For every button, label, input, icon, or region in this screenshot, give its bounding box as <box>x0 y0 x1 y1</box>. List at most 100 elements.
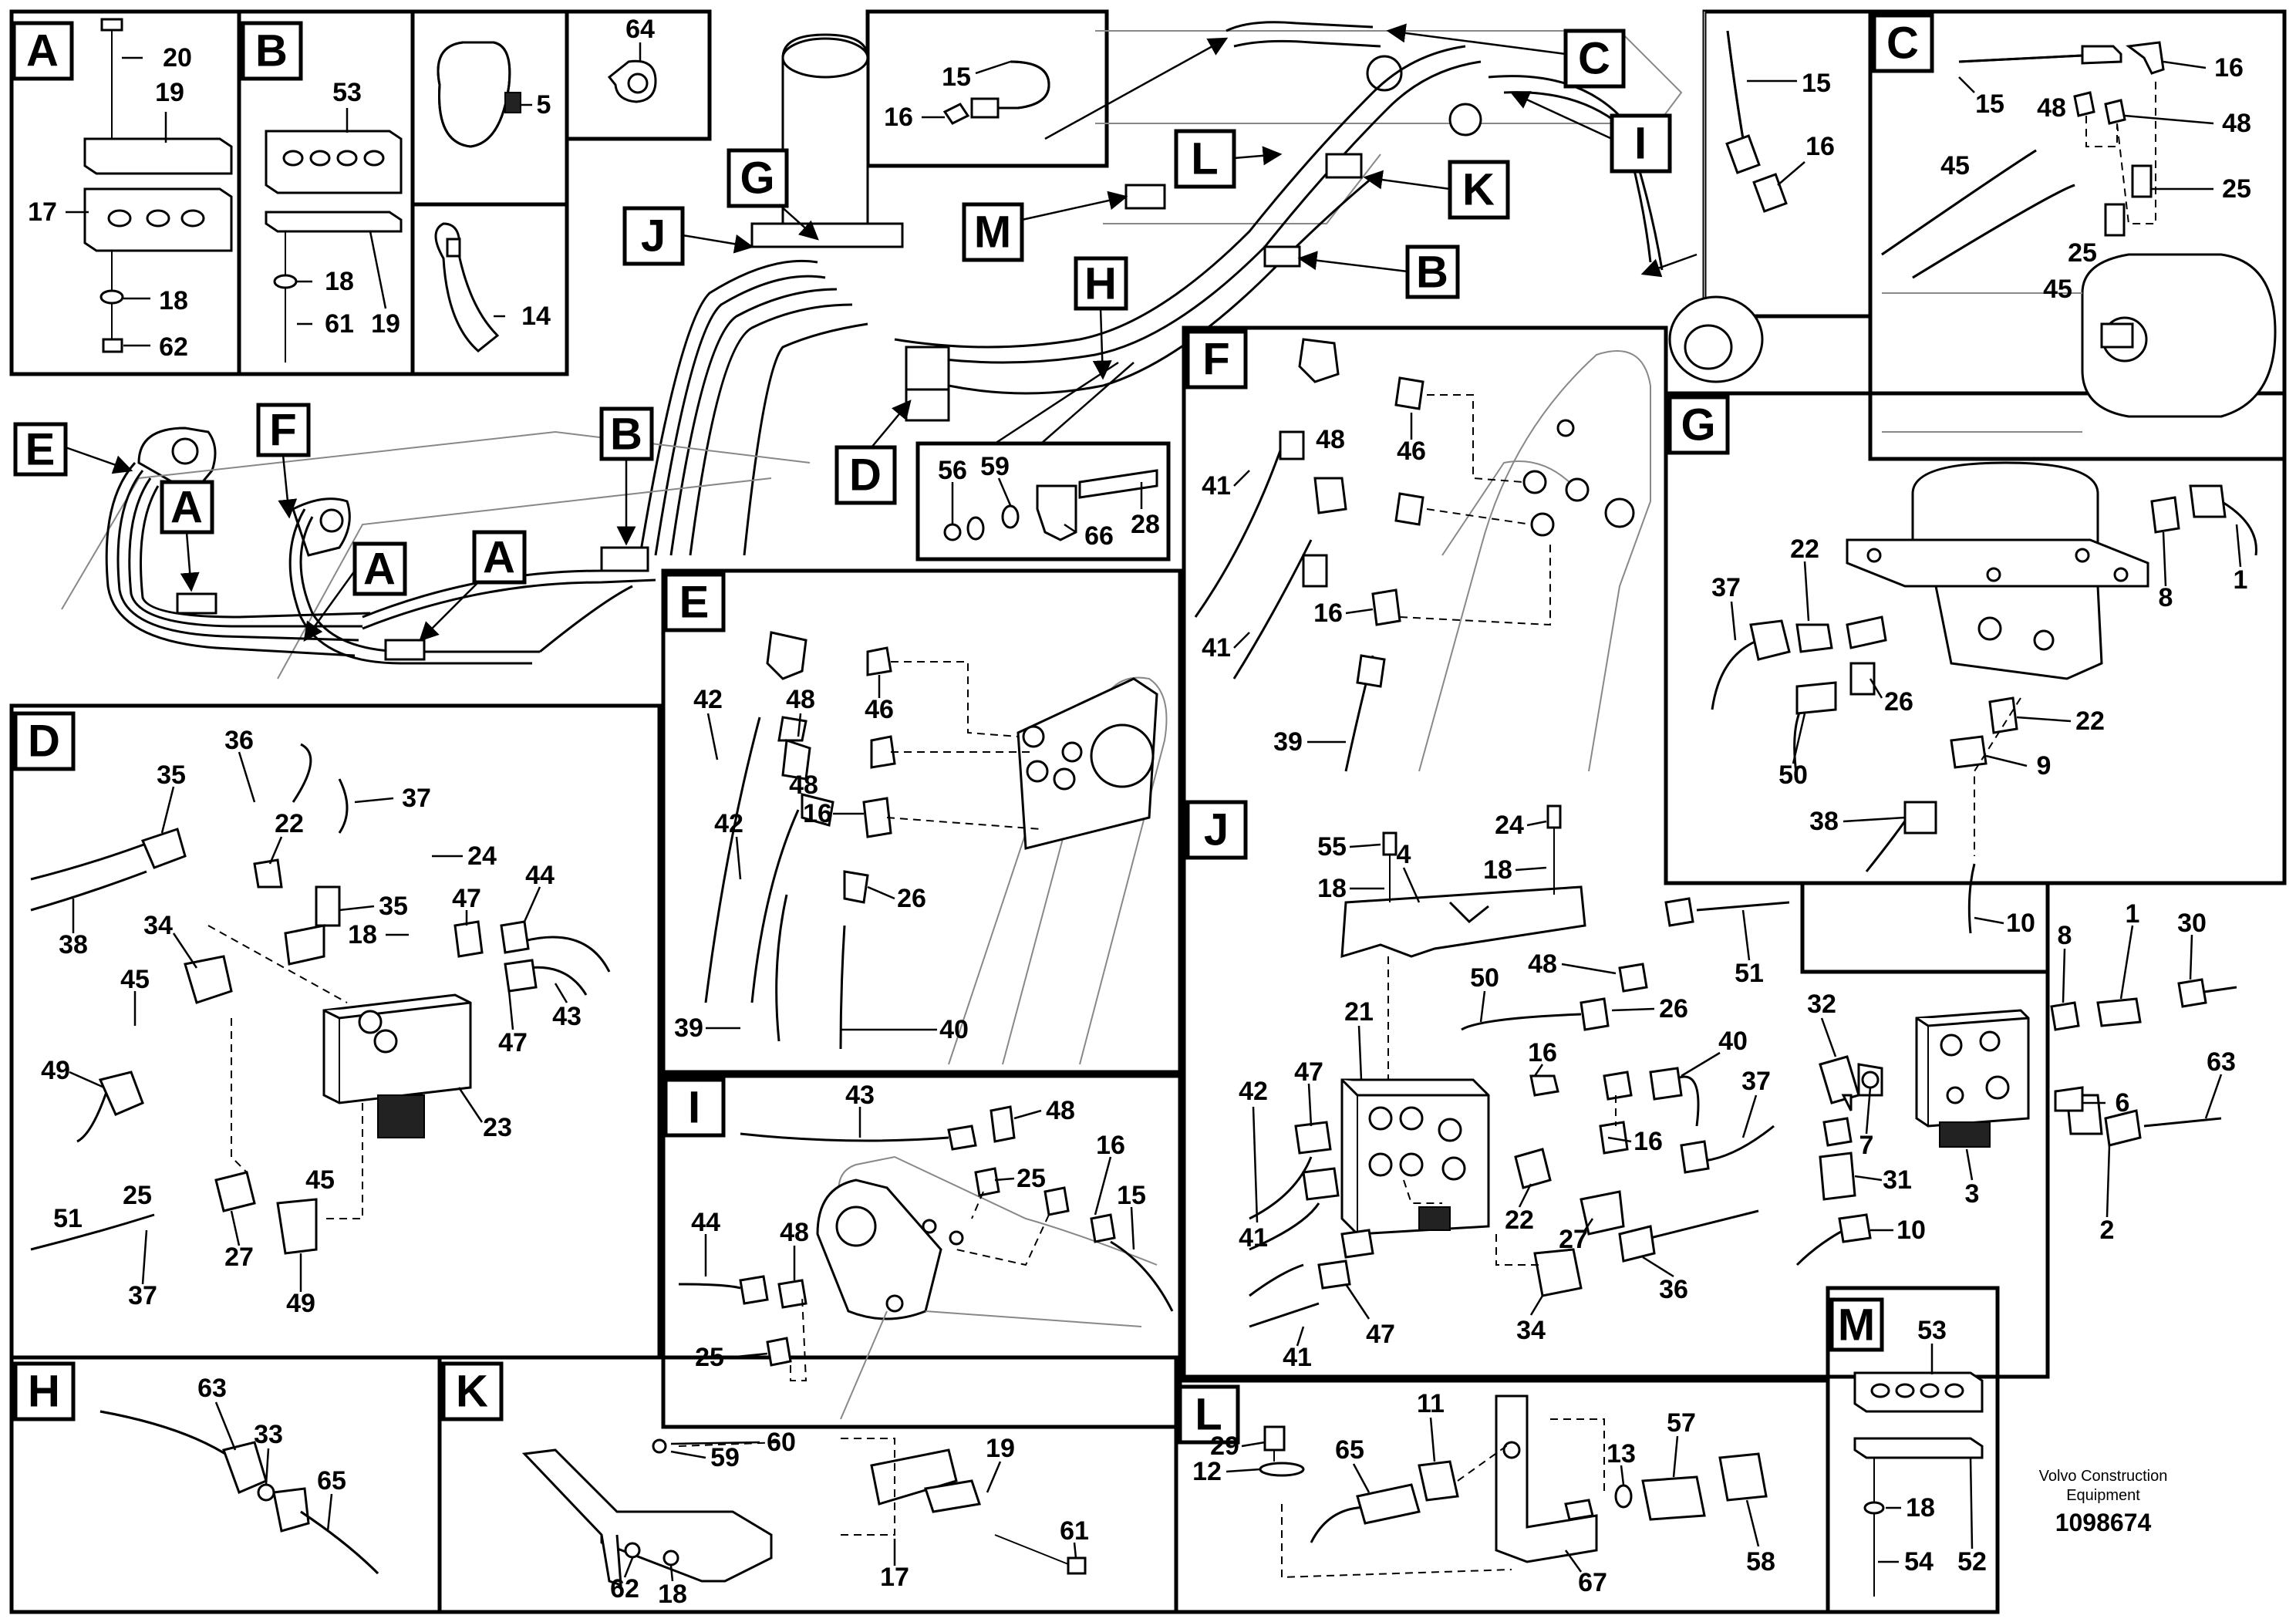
part-number-label: 16 <box>1633 1127 1663 1156</box>
part-number-label: 49 <box>286 1289 315 1318</box>
part-number-label: 67 <box>1578 1568 1607 1597</box>
part-number-label: 26 <box>1884 687 1913 717</box>
panel-letter-label: C <box>1578 34 1610 84</box>
panel-letter-label: L <box>1191 134 1218 184</box>
part-number-label: 27 <box>224 1243 254 1272</box>
panel-letter-label: A <box>483 533 515 583</box>
panel-letter-label: D <box>849 450 882 501</box>
part-number-label: 18 <box>348 920 377 949</box>
panel-b: B 53 18 61 19 <box>241 21 403 363</box>
panel-letter-badge <box>727 148 789 208</box>
panel-k: K 60 59 19 61 62 18 17 <box>441 1361 1089 1609</box>
panel-letter-label: L <box>1195 1390 1222 1440</box>
main-h-inset: 56 59 28 66 <box>938 361 1160 551</box>
footer-company: Volvo Construction <box>2039 1468 2168 1485</box>
part-number-label: 18 <box>159 286 188 315</box>
part-number-label: 18 <box>1906 1493 1935 1523</box>
panel-g: G 22 37 8 1 26 <box>1667 395 2257 938</box>
part-number-label: 50 <box>1470 963 1499 993</box>
panel-i: I 43 48 16 25 15 44 <box>663 1077 1174 1420</box>
part-number-label: 38 <box>59 930 88 959</box>
part-number-label: 1 <box>2234 565 2248 595</box>
part-number-label: 45 <box>1940 151 1970 180</box>
part-number-label: 19 <box>986 1434 1015 1463</box>
panel-f: F 48 46 41 41 16 39 <box>1185 329 1651 772</box>
part-number-label: 32 <box>1807 990 1836 1019</box>
part-number-label: 25 <box>1017 1164 1046 1193</box>
part-number-label: 16 <box>1313 599 1343 628</box>
panel-a-badge-text: A <box>26 26 59 76</box>
part-number-label: 12 <box>1192 1457 1222 1486</box>
panel-letter-label: G <box>740 153 774 204</box>
part-number-label: 22 <box>1790 534 1819 564</box>
panel-letter-badge <box>441 1361 504 1421</box>
part-number-label: 11 <box>1417 1389 1445 1418</box>
part-number-label: 15 <box>1117 1181 1146 1210</box>
part-number-label: 42 <box>1239 1077 1268 1106</box>
panel-letter-label: J <box>641 211 666 261</box>
part-number-label: 48 <box>780 1218 809 1247</box>
part-number-label: 10 <box>2006 909 2035 938</box>
panel-letter-label: K <box>456 1367 488 1417</box>
part-number-label: 16 <box>1096 1131 1125 1160</box>
part-number-label: 22 <box>1505 1206 1534 1235</box>
footer-number: 1098674 <box>2055 1509 2152 1536</box>
part-number-label: 17 <box>880 1563 909 1592</box>
part-number-label: 15 <box>1975 89 2004 119</box>
part-number-label: 40 <box>1718 1027 1748 1056</box>
part-number-label: 27 <box>1559 1225 1588 1254</box>
panel-letter-badge <box>1178 1384 1240 1445</box>
part-number-label: 37 <box>128 1281 157 1310</box>
part-number-label: 54 <box>1904 1547 1934 1576</box>
panel-frames <box>9 9 2287 1614</box>
part-number-label: 48 <box>1046 1096 1075 1125</box>
part-number-label: 65 <box>1335 1435 1364 1465</box>
part-number-label: 26 <box>1659 994 1688 1023</box>
panel-letter-badge <box>834 445 897 505</box>
part-number-label: 15 <box>942 62 971 92</box>
part-number-label: 3 <box>1965 1179 1980 1209</box>
panel-j: J <box>1185 800 1790 1372</box>
part-number-label: 29 <box>1210 1431 1239 1461</box>
part-number-label: 47 <box>1294 1057 1323 1087</box>
panel-b-badge <box>241 21 303 81</box>
part-number-label: 13 <box>1607 1439 1636 1469</box>
panel-letter-badge <box>1405 244 1460 299</box>
panel-letter-badge <box>13 422 68 477</box>
part-number-label: 34 <box>143 911 173 940</box>
panel-letter-label: D <box>28 717 60 767</box>
part-number-label: 19 <box>155 78 184 107</box>
part-number-label: 44 <box>525 861 555 890</box>
part-number-label: 25 <box>2222 174 2251 204</box>
part-number-label: 45 <box>120 965 150 994</box>
part-number-label: 43 <box>552 1002 582 1031</box>
part-number-label: 33 <box>254 1420 283 1449</box>
part-number-label: 7 <box>1859 1131 1874 1160</box>
panel-letter-badge <box>962 202 1024 262</box>
part-number-label: 48 <box>2222 109 2251 138</box>
part-number-label: 23 <box>483 1113 512 1142</box>
panel-letter-badge <box>13 711 76 771</box>
part-number-label: 17 <box>28 197 57 227</box>
panel-clamp-5: 5 <box>437 41 551 148</box>
panel-j-right: 1 30 8 32 6 7 63 31 3 10 2 <box>1795 899 2237 1266</box>
part-number-label: 18 <box>325 267 354 296</box>
part-number-label: 46 <box>1397 437 1426 466</box>
part-number-label: 39 <box>1273 727 1303 757</box>
part-number-label: 48 <box>2037 93 2066 123</box>
part-number-label: 18 <box>1317 874 1347 903</box>
panel-letter-badge <box>13 1361 76 1421</box>
panel-letter-label: A <box>170 483 203 533</box>
part-number-label: 41 <box>1202 633 1231 663</box>
part-number-label: 28 <box>1131 510 1160 539</box>
panel-letter-badge <box>1185 800 1248 860</box>
main-callouts: E A F A A B B G J M H D <box>13 23 1698 642</box>
part-number-label: 59 <box>710 1443 740 1472</box>
part-number-label: 42 <box>714 809 743 838</box>
panel-letter-label: K <box>1462 165 1495 215</box>
part-number-label: 21 <box>1344 997 1374 1027</box>
part-number-label: 56 <box>938 456 967 485</box>
part-number-label: 16 <box>1805 132 1835 161</box>
part-number-label: 37 <box>1741 1067 1771 1096</box>
footer-block: Volvo Construction Equipment 1098674 <box>2039 1468 2168 1536</box>
